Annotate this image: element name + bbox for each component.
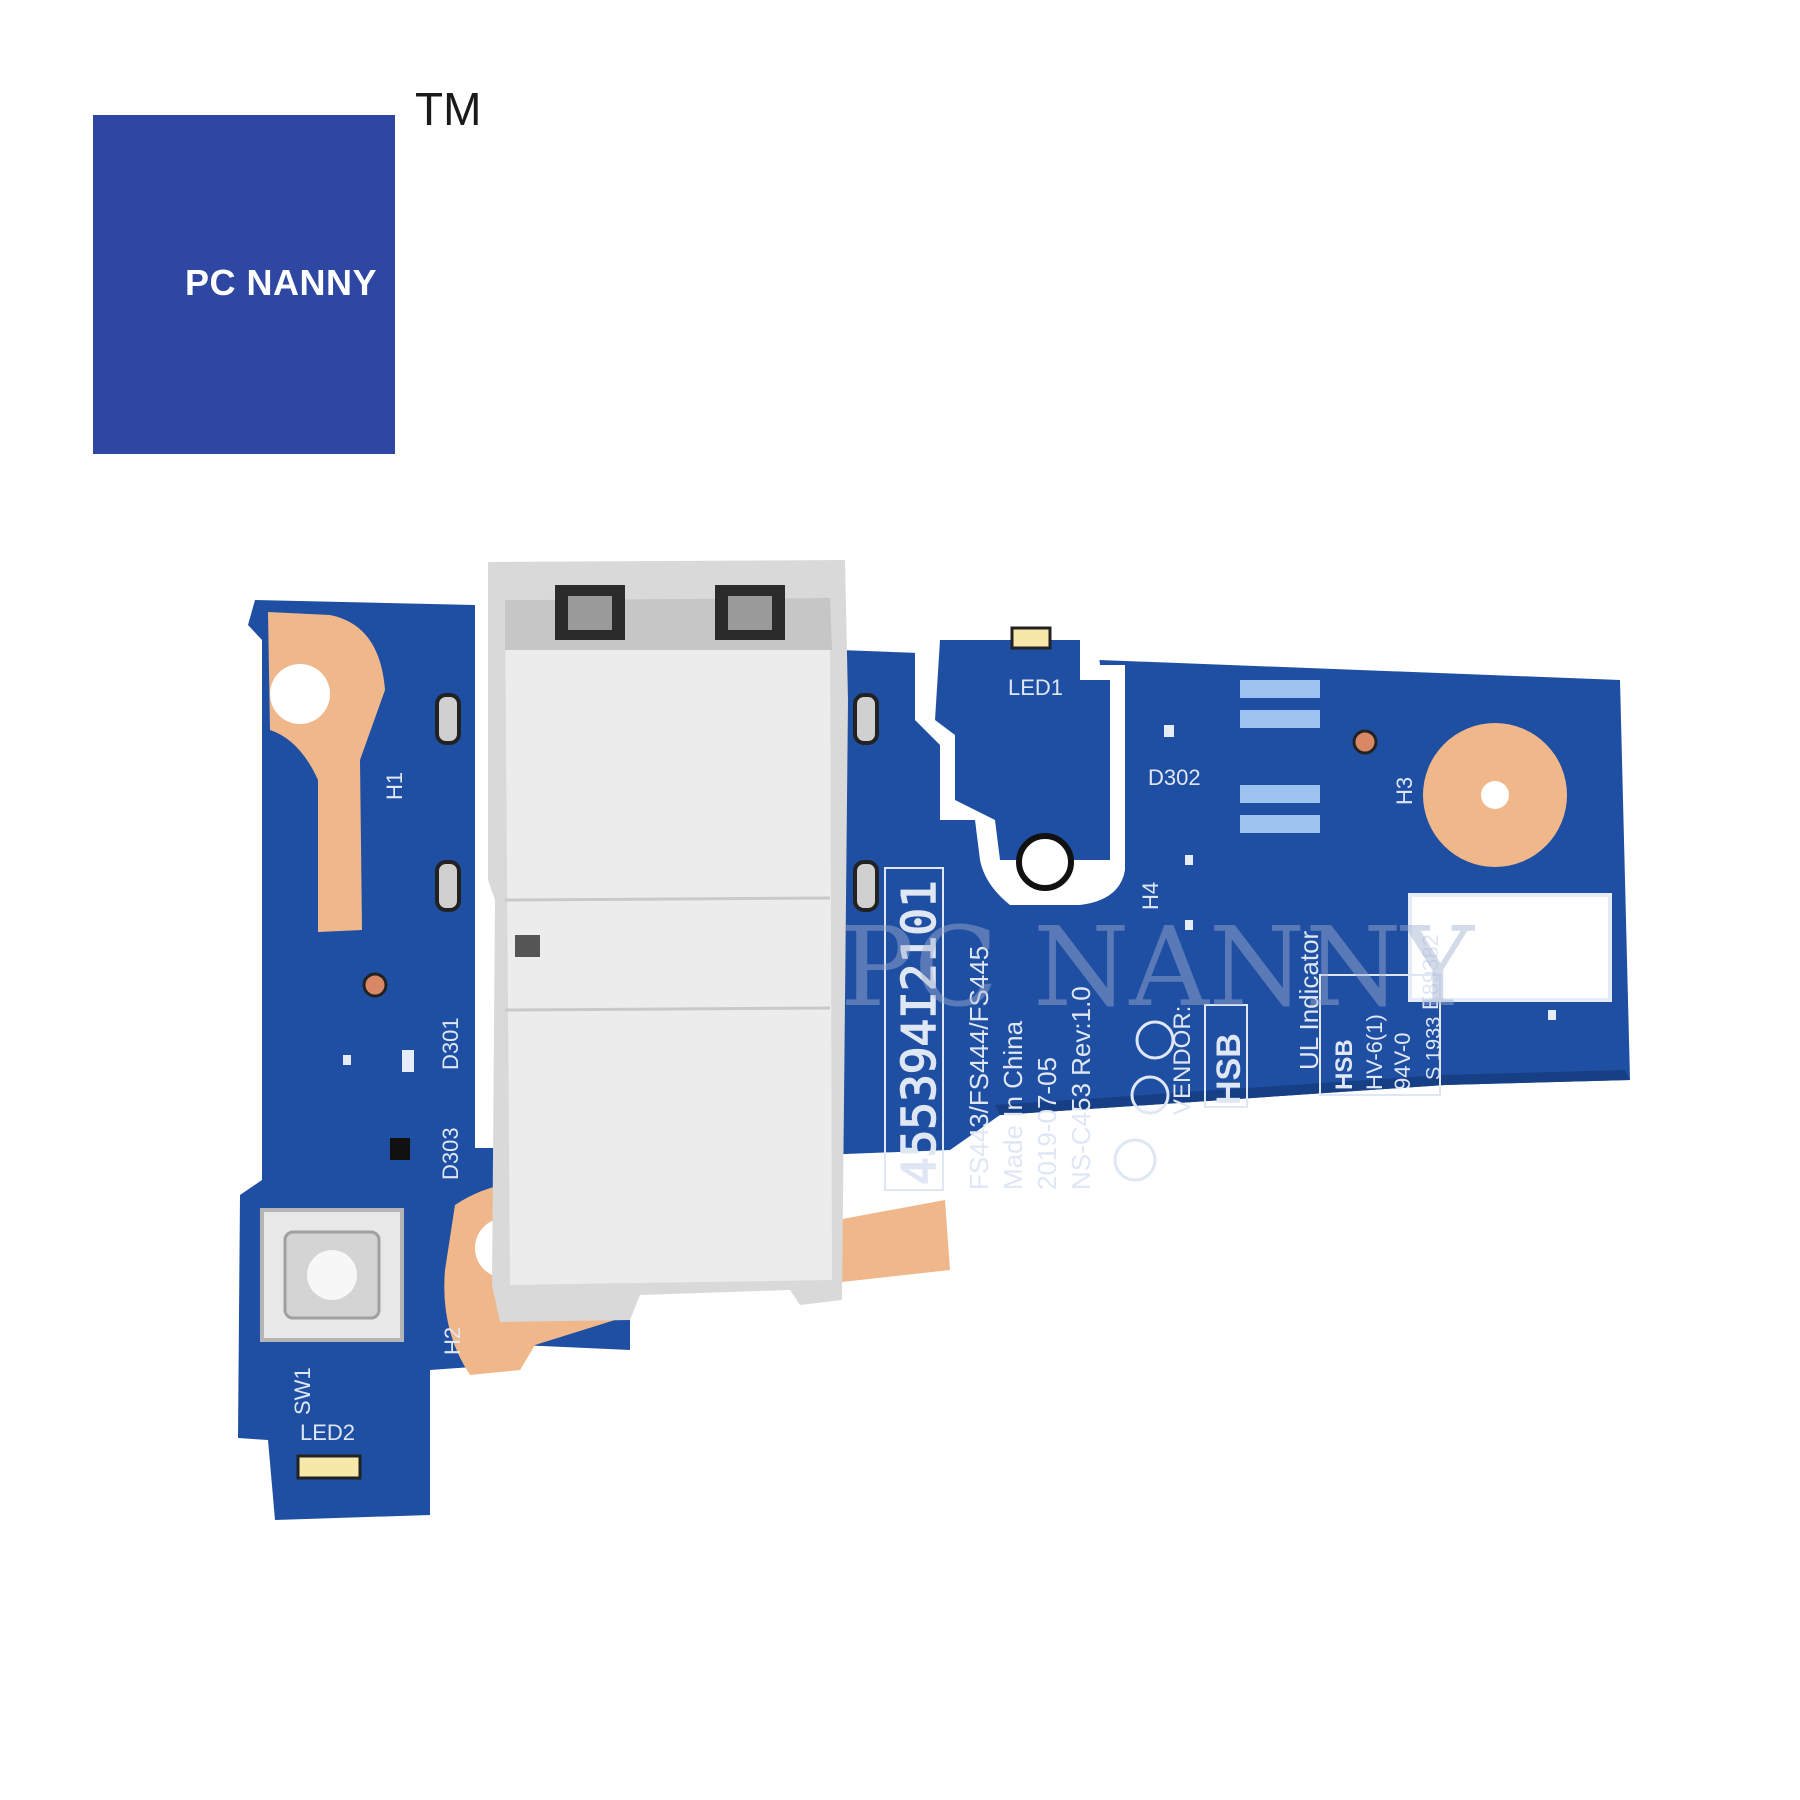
ref-d302: D302 (1148, 765, 1201, 790)
copper-strip (810, 1200, 950, 1285)
ref-h2: H2 (440, 1327, 465, 1355)
hsb-block-line-1: HSB (1331, 1039, 1358, 1090)
side-code: S 1933 (1423, 1017, 1445, 1080)
led2 (296, 1454, 362, 1480)
mount-hole-h1 (270, 664, 330, 724)
ref-d303: D303 (438, 1127, 463, 1180)
logo-brand-text: PC NANNY (185, 262, 378, 303)
vendor-label: VENDOR: (1169, 1006, 1196, 1115)
vendor-code-frame (1204, 1004, 1248, 1108)
switch-sw1[interactable] (260, 1208, 404, 1342)
hsb-block-line-4: E89382 (1418, 934, 1443, 1010)
label-sticker (1408, 893, 1612, 1002)
watermark: PC NANNY (840, 903, 1475, 1031)
hsb-block-line-2: HV-6(1) (1362, 1014, 1387, 1090)
part-number-frame (884, 867, 944, 1191)
ref-sw1: SW1 (290, 1367, 315, 1415)
board-part-number: 455394I2101 (892, 880, 946, 1185)
hsb-block-line-3: 94V-0 (1390, 1033, 1415, 1091)
ref-h1: H1 (382, 772, 407, 800)
board-model-line: FS443/FS444/FS445 (964, 946, 994, 1190)
usb-connector (488, 560, 848, 1322)
hf-mark (1130, 1075, 1170, 1115)
d302-component (1164, 680, 1320, 833)
mount-hole-h3 (1481, 781, 1509, 809)
ref-h3: H3 (1392, 777, 1417, 805)
trademark-symbol: TM (415, 83, 482, 135)
ref-led2: LED2 (300, 1420, 355, 1445)
board-origin: Made In China (998, 1020, 1028, 1190)
vendor-code: HSB (1210, 1033, 1248, 1105)
mount-hole-h4 (1016, 833, 1074, 891)
board-date: 2019-07-05 (1032, 1057, 1062, 1190)
e1-mark (1135, 1020, 1175, 1060)
pb-free-mark (1113, 1138, 1157, 1182)
ref-d301: D301 (438, 1017, 463, 1070)
shield-tabs (435, 693, 879, 912)
led1 (1010, 626, 1052, 650)
ref-h4: H4 (1138, 882, 1163, 910)
ref-led1: LED1 (1008, 675, 1063, 700)
board-revision: NS-C453 Rev:1.0 (1066, 986, 1096, 1190)
logo-box (93, 115, 395, 454)
